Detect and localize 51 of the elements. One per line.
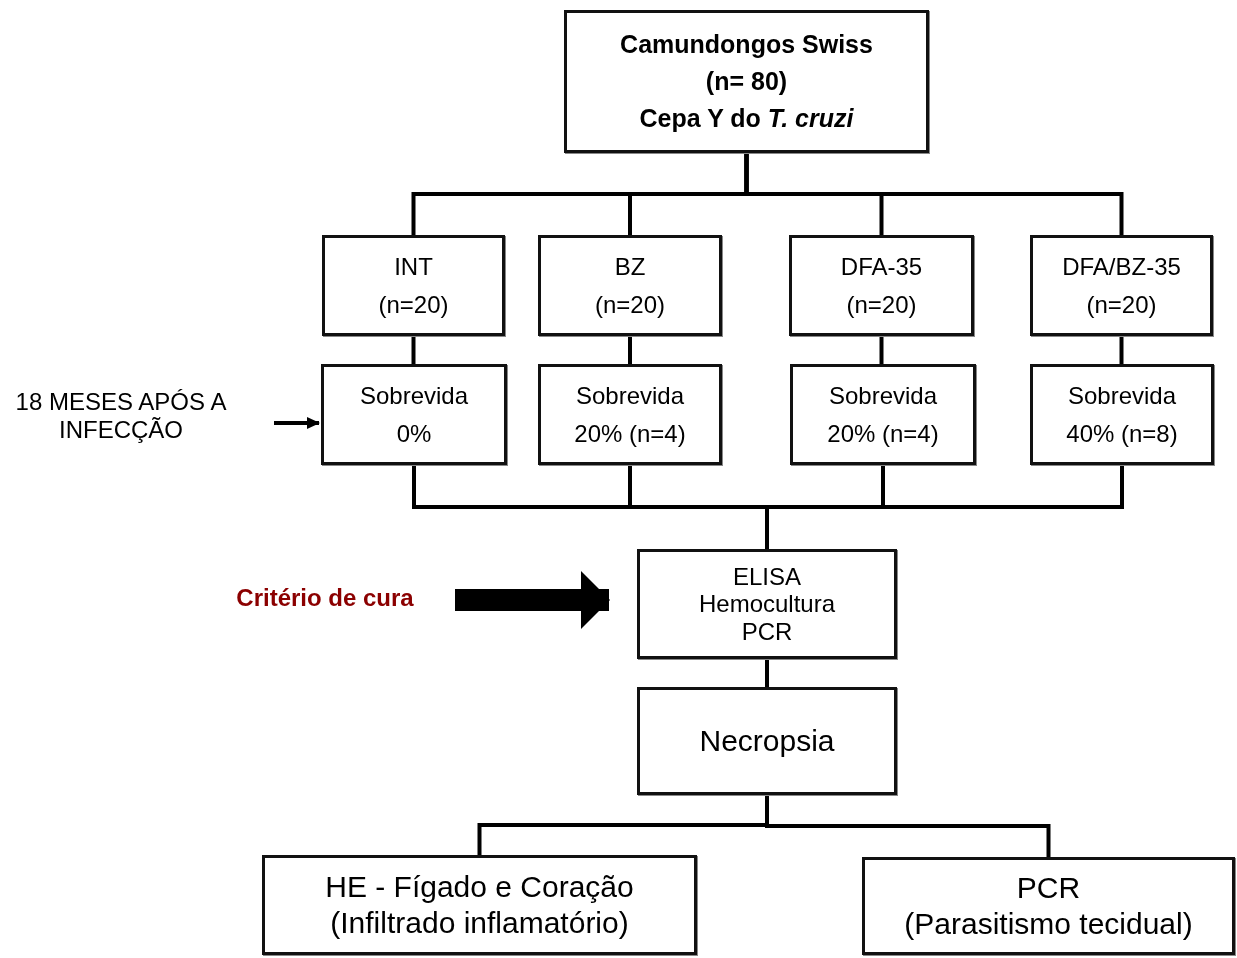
- box-text: Sobrevida: [1067, 381, 1177, 410]
- box-text: DFA/BZ-35: [1062, 252, 1181, 281]
- connector-line: [1119, 336, 1124, 364]
- box-text: DFA-35: [840, 252, 923, 281]
- process-box: [637, 687, 897, 795]
- process-box: [321, 364, 507, 465]
- box-text: Sobrevida: [575, 381, 685, 410]
- box-text: (Parasitismo tecidual): [904, 907, 1193, 942]
- process-box: [322, 235, 505, 336]
- box-text: Cepa Y do T. cruzi: [639, 103, 854, 133]
- box-text: Necropsia: [699, 723, 835, 759]
- arrow: [274, 417, 320, 429]
- box-text: 20% (n=4): [574, 419, 686, 448]
- box-text: PCR: [741, 617, 793, 646]
- box-text: ELISA: [732, 562, 801, 591]
- connector-line: [411, 336, 416, 364]
- process-box: [1030, 235, 1213, 336]
- connector-line: [744, 153, 1124, 235]
- process-box: [790, 364, 976, 465]
- process-box: [564, 10, 929, 153]
- box-text: Camundongos Swiss: [620, 30, 873, 60]
- box-text: INT: [394, 252, 433, 281]
- process-box: [262, 855, 697, 955]
- box-text: (n=20): [378, 290, 449, 319]
- box-text: 40% (n=8): [1066, 419, 1178, 448]
- connector-line: [628, 336, 632, 364]
- box-text: 20% (n=4): [827, 419, 939, 448]
- box-text: BZ: [614, 252, 646, 281]
- box-text: Hemocultura: [698, 590, 836, 618]
- box-text: 0%: [396, 419, 432, 448]
- connector-line: [765, 465, 1124, 549]
- box-text: PCR: [1016, 870, 1081, 905]
- process-box: [538, 235, 722, 336]
- box-text: Sobrevida: [828, 381, 938, 410]
- arrow: [455, 571, 610, 629]
- process-box: [789, 235, 974, 336]
- box-text: (n= 80): [705, 67, 788, 96]
- box-text: (n=20): [1086, 290, 1157, 319]
- box-text: Sobrevida: [359, 381, 469, 410]
- process-box: [637, 549, 897, 659]
- box-text: HE - Fígado e Coração: [325, 869, 634, 904]
- connector-line: [765, 659, 769, 687]
- connector-line: [879, 336, 884, 364]
- box-text: (n=20): [594, 290, 665, 319]
- label-text: Critério de cura: [236, 584, 414, 612]
- note-text: 18 MESES APÓS A INFECÇÃO: [14, 388, 228, 444]
- process-box: [862, 857, 1235, 955]
- process-box: [538, 364, 722, 465]
- box-text: (n=20): [846, 290, 917, 319]
- process-box: [1030, 364, 1214, 465]
- box-text: (Infiltrado inflamatório): [330, 906, 629, 941]
